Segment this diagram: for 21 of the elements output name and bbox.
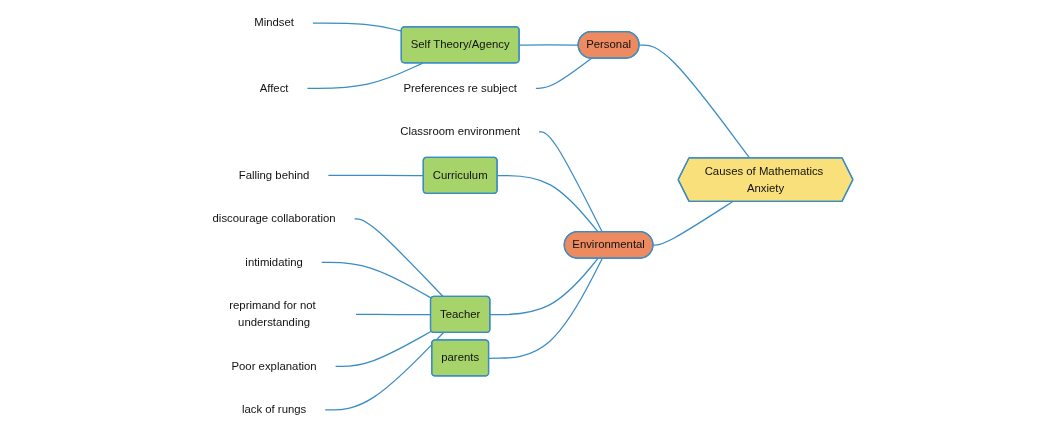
connector: [335, 330, 432, 368]
connector: [488, 257, 603, 359]
connector: [321, 261, 432, 299]
node-text: Affect: [259, 81, 289, 95]
connector: [638, 44, 751, 159]
node-text: discourage collaboration: [212, 212, 336, 225]
connector: [652, 201, 734, 246]
connector: [538, 131, 603, 233]
connector: [353, 218, 444, 298]
node-text: Classroom environment: [400, 125, 521, 138]
node-text: Poor explanation: [231, 359, 317, 373]
node-text: Falling behind: [238, 168, 310, 182]
node-text: Mindset: [254, 16, 294, 30]
connector: [489, 257, 599, 316]
connector: [535, 57, 593, 89]
node-text: intimidating: [245, 255, 303, 269]
connector: [324, 332, 444, 411]
node-text: lack of rungs: [241, 403, 307, 416]
connector: [306, 62, 424, 89]
node-text: Preferences re subject: [403, 81, 517, 95]
node-text: reprimand for not understanding: [229, 299, 316, 329]
